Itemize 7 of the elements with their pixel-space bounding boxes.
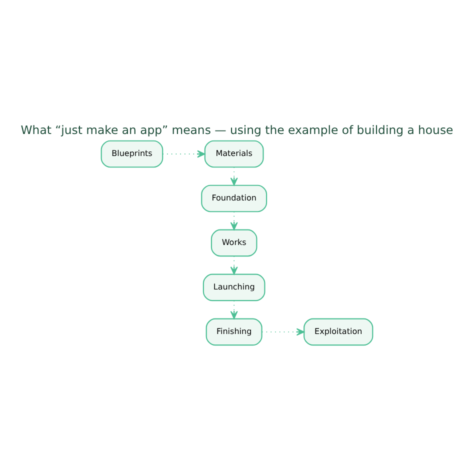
diagram-title: What “just make an app” means — using the example of building a house [20,123,454,138]
arrow [262,328,305,336]
arrow [230,256,238,275]
arrow [162,150,206,158]
arrow [230,166,238,186]
arrow [230,211,238,230]
arrow [230,300,238,320]
